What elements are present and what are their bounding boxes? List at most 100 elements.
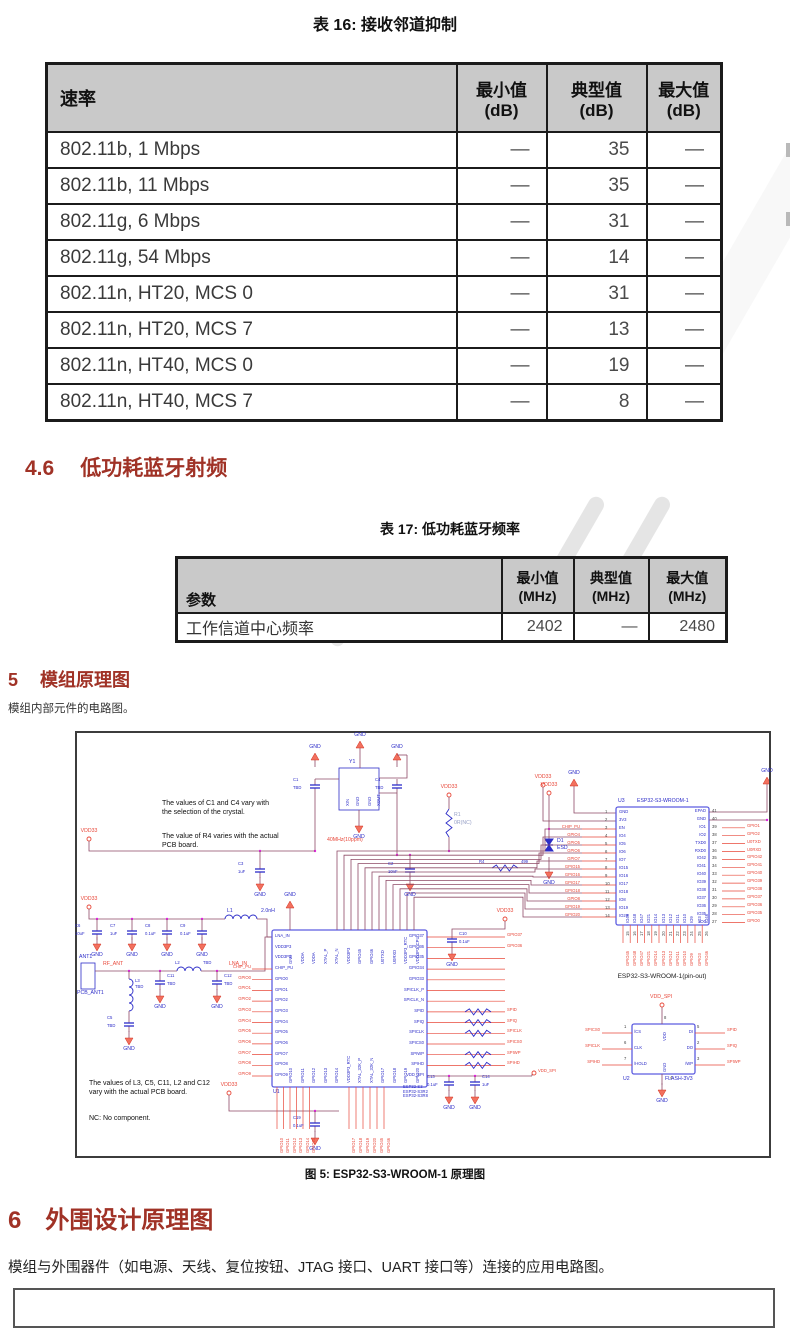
- gnd-symbol: [285, 900, 295, 909]
- cell-name: 工作信道中心频率: [175, 612, 503, 643]
- net-label: GPIO37: [507, 932, 523, 937]
- u3-pin: GND: [696, 815, 706, 821]
- cell-name: 802.11n, HT20, MCS 7: [45, 311, 458, 349]
- table-row: 802.11b, 1 Mbps—35—: [45, 131, 723, 169]
- u3-pin: IO18: [619, 889, 629, 894]
- gnd-label: GND: [211, 1004, 223, 1010]
- net-label: GPIO21: [311, 1137, 316, 1153]
- u3-pin-number: 39: [712, 823, 717, 829]
- cell-name: 802.11b, 1 Mbps: [45, 131, 458, 169]
- gnd-symbol: [155, 995, 165, 1004]
- u1-pin: GPIO46: [368, 948, 374, 964]
- u2-pin-number: 1: [624, 1024, 627, 1029]
- crystal-pin: GND: [355, 796, 360, 806]
- u3-pin: IO11: [674, 914, 680, 923]
- u3-pin: IO10: [682, 913, 688, 923]
- cell-max: —: [645, 347, 723, 385]
- wire: [451, 921, 506, 933]
- u3-pin-number: 13: [605, 905, 610, 910]
- u1-pin: GPIO13: [322, 1067, 328, 1083]
- gnd-symbol: [197, 943, 207, 952]
- inductor-value: 2.0nH: [261, 908, 275, 914]
- section-number: 5: [8, 670, 19, 690]
- page-edge-mark: [786, 212, 790, 226]
- net-label: GPIO42: [747, 854, 763, 860]
- bus-wire: [406, 892, 582, 930]
- gnd-label: GND: [761, 768, 773, 774]
- gnd-symbol: [444, 1096, 454, 1105]
- cap-ref: C13: [427, 1074, 435, 1079]
- gnd-symbol: [447, 953, 457, 962]
- u1-pin: GPIO3: [275, 1007, 288, 1013]
- net-label: GPIO41: [747, 862, 763, 868]
- schematic-note: The values of C1 and C4 vary with the se…: [162, 800, 269, 817]
- net-label: GPIO18: [564, 888, 580, 893]
- table16-title: 表 16: 接收邻道抑制: [312, 17, 458, 34]
- net-label: GPIO6: [238, 1038, 251, 1044]
- resistor-symbol: [464, 1029, 492, 1038]
- u3-pin-number: 41: [712, 808, 717, 813]
- gnd-symbol: [310, 752, 320, 761]
- net-label: GPIO38: [747, 886, 763, 891]
- cell-typ: 19: [545, 347, 648, 385]
- net-label: SPICLK: [507, 1028, 522, 1034]
- cap-ref: C7: [110, 923, 116, 928]
- resistor-symbol: [464, 1018, 492, 1027]
- component-ref: U1: [273, 1089, 280, 1095]
- cap-value: 1uF: [238, 869, 246, 874]
- net-label: GPIO47: [638, 950, 644, 966]
- page-edge-mark: [786, 143, 790, 157]
- resistor-symbol: [445, 808, 453, 838]
- u3-pin-number: 29: [712, 902, 717, 908]
- u3-pin: IO46: [703, 913, 709, 923]
- cell-min: —: [455, 311, 548, 349]
- cell-max: —: [645, 203, 723, 241]
- u2-pin-number: 3: [697, 1056, 700, 1061]
- u1-pin: GPIO18: [391, 1067, 397, 1083]
- u3-pin: IO14: [653, 913, 659, 923]
- u3-pin-number: 24: [689, 931, 695, 936]
- gnd-symbol: [92, 943, 102, 952]
- gnd-label: GND: [126, 952, 138, 958]
- cell-min: —: [455, 131, 548, 169]
- u2-pin: VDD: [662, 1032, 667, 1041]
- inductor-ref: L2: [175, 960, 180, 965]
- table-row: 802.11n, HT20, MCS 0—31—: [45, 275, 723, 313]
- u3-title: ESP32-S3-WROOM-1: [637, 798, 689, 804]
- net-label: GPIO14: [653, 950, 659, 966]
- cell-typ: 13: [545, 311, 648, 349]
- u1-pin: SPICLK_P: [403, 986, 424, 992]
- gnd-label: GND: [161, 952, 173, 958]
- cell-max: —: [645, 239, 723, 277]
- gnd-label: GND: [284, 892, 296, 898]
- cell-min: —: [455, 167, 548, 205]
- col-unit: (dB): [666, 100, 701, 120]
- crystal-outline: [338, 767, 380, 811]
- u3-pin-number: 38: [712, 831, 717, 837]
- resistor-symbol: [464, 1008, 492, 1016]
- vdd-label: VDD_SPI: [538, 1068, 556, 1073]
- gnd-label: GND: [91, 952, 103, 958]
- gnd-label: GND: [123, 1046, 135, 1052]
- net-label: GPIO0: [238, 974, 251, 980]
- cell-typ: 31: [545, 203, 648, 241]
- power-node: [226, 1090, 232, 1096]
- inductor-symbol: [176, 966, 202, 972]
- bus-wire: [378, 875, 582, 930]
- u1-pin: SPIHD: [411, 1061, 424, 1067]
- component-ref: U2: [623, 1076, 630, 1082]
- table-row: 802.11b, 11 Mbps—35—: [45, 167, 723, 205]
- u3-pin: EPAD: [694, 808, 706, 813]
- power-node: [86, 836, 92, 842]
- u2-pin: /CS: [634, 1029, 641, 1034]
- net-label: GPIO46: [703, 950, 709, 966]
- net-label: GPIO19: [564, 904, 580, 909]
- cell-max: —: [645, 131, 723, 169]
- inductor-value: TBD: [203, 960, 212, 965]
- u1-pin: XTAL_P: [322, 948, 328, 964]
- u3-pin: TXD0: [695, 839, 706, 845]
- diode-value: ESD: [557, 845, 568, 851]
- gnd-symbol: [354, 825, 364, 834]
- inductor-ref: L3: [135, 978, 140, 983]
- u3-pin: IO45: [624, 913, 630, 923]
